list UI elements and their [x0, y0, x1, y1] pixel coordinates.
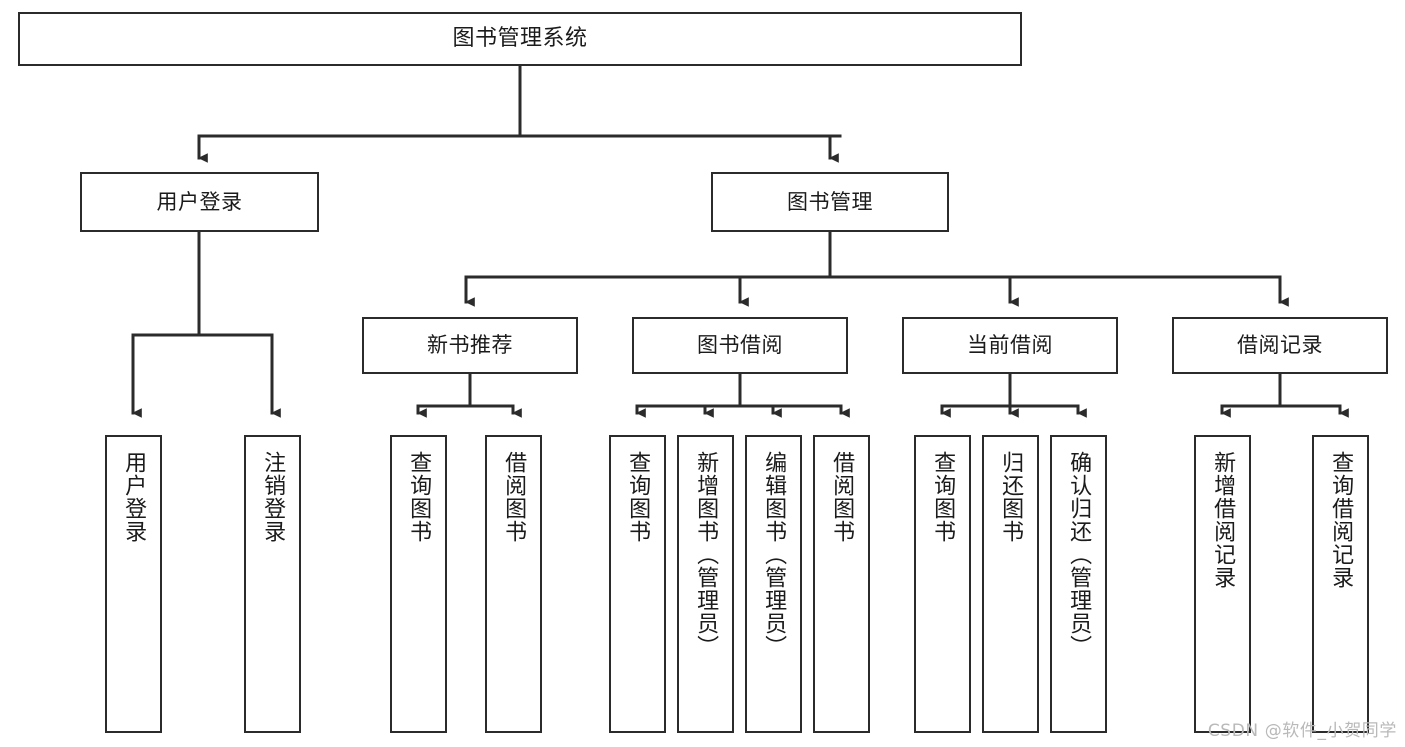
leaf-query-books-current[interactable]: 查询图书	[914, 435, 971, 733]
leaf-query-books-borrowing[interactable]: 查询图书	[609, 435, 666, 733]
leaf-edit-book-admin[interactable]: 编辑图书（管理员）	[745, 435, 802, 733]
leaf-add-book-admin[interactable]: 新增图书（管理员）	[677, 435, 734, 733]
node-label: 图书借阅	[697, 333, 783, 358]
leaf-query-books-recommendation[interactable]: 查询图书	[390, 435, 447, 733]
node-label: 新书推荐	[427, 333, 513, 358]
node-current-borrowing[interactable]: 当前借阅	[902, 317, 1118, 374]
node-label: 当前借阅	[967, 333, 1053, 358]
node-label: 用户登录	[156, 189, 243, 214]
node-label: 查询图书	[930, 451, 956, 543]
node-label: 归还图书	[998, 451, 1024, 543]
node-label: 新增借阅记录	[1210, 451, 1236, 589]
node-user-login[interactable]: 用户登录	[80, 172, 319, 232]
leaf-add-borrowing-record[interactable]: 新增借阅记录	[1194, 435, 1251, 733]
leaf-borrow-books-borrowing[interactable]: 借阅图书	[813, 435, 870, 733]
node-root-library-management-system[interactable]: 图书管理系统	[18, 12, 1022, 66]
node-book-management[interactable]: 图书管理	[711, 172, 949, 232]
leaf-return-books[interactable]: 归还图书	[982, 435, 1039, 733]
leaf-borrow-books-recommendation[interactable]: 借阅图书	[485, 435, 542, 733]
node-label: 编辑图书（管理员）	[761, 451, 787, 658]
node-new-book-recommendation[interactable]: 新书推荐	[362, 317, 578, 374]
node-label: 借阅图书	[501, 451, 527, 543]
node-label: 借阅记录	[1237, 333, 1323, 358]
node-label: 查询图书	[625, 451, 651, 543]
node-label: 图书管理系统	[452, 26, 588, 52]
node-label: 查询图书	[406, 451, 432, 543]
node-borrowing-records[interactable]: 借阅记录	[1172, 317, 1388, 374]
node-label: 确认归还（管理员）	[1066, 451, 1092, 658]
node-book-borrowing[interactable]: 图书借阅	[632, 317, 848, 374]
node-label: 用户登录	[121, 451, 147, 543]
node-label: 借阅图书	[829, 451, 855, 543]
leaf-user-login[interactable]: 用户登录	[105, 435, 162, 733]
node-label: 注销登录	[260, 451, 286, 543]
node-label: 查询借阅记录	[1328, 451, 1354, 589]
node-label: 图书管理	[787, 189, 873, 214]
leaf-query-borrowing-record[interactable]: 查询借阅记录	[1312, 435, 1369, 733]
leaf-confirm-return-admin[interactable]: 确认归还（管理员）	[1050, 435, 1107, 733]
leaf-logout[interactable]: 注销登录	[244, 435, 301, 733]
node-label: 新增图书（管理员）	[693, 451, 719, 658]
